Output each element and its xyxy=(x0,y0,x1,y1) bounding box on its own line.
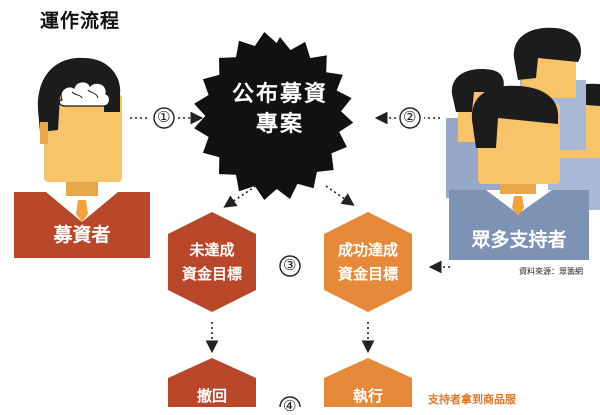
withdraw-text: 撤回 xyxy=(196,387,227,405)
hex-success xyxy=(324,212,412,312)
success-line1: 成功達成 xyxy=(337,241,398,259)
fail-line1: 未達成 xyxy=(189,241,235,259)
fail-text: 未達成 資金目標 xyxy=(168,238,256,286)
supporters-figure xyxy=(446,27,600,260)
announce-text: 公布募資 專案 xyxy=(205,80,355,140)
hex-fail xyxy=(168,212,256,312)
announce-line1: 公布募資 xyxy=(231,82,328,107)
step-3-label: ③ xyxy=(283,256,297,274)
fundraiser-label: 募資者 xyxy=(53,224,111,246)
hex-withdraw xyxy=(168,358,256,407)
step-2-label: ② xyxy=(403,108,417,126)
hex-execute xyxy=(324,358,412,407)
fundraiser-figure xyxy=(14,57,150,258)
step-1-label: ① xyxy=(157,108,171,126)
supporters-label: 眾多支持者 xyxy=(471,229,567,251)
supporter-receive-note: 支持者拿到商品服 xyxy=(428,393,516,406)
success-line2: 資金目標 xyxy=(337,265,398,283)
execute-text: 執行 xyxy=(352,387,383,405)
diagram-title: 運作流程 xyxy=(40,10,121,32)
success-text: 成功達成 資金目標 xyxy=(324,238,412,286)
fail-line2: 資金目標 xyxy=(181,265,242,283)
source-note: 資料來源：眾籌網 xyxy=(519,267,583,276)
step-4-label: ④ xyxy=(283,397,297,415)
announce-line2: 專案 xyxy=(255,112,304,137)
announce-burst xyxy=(194,32,354,200)
